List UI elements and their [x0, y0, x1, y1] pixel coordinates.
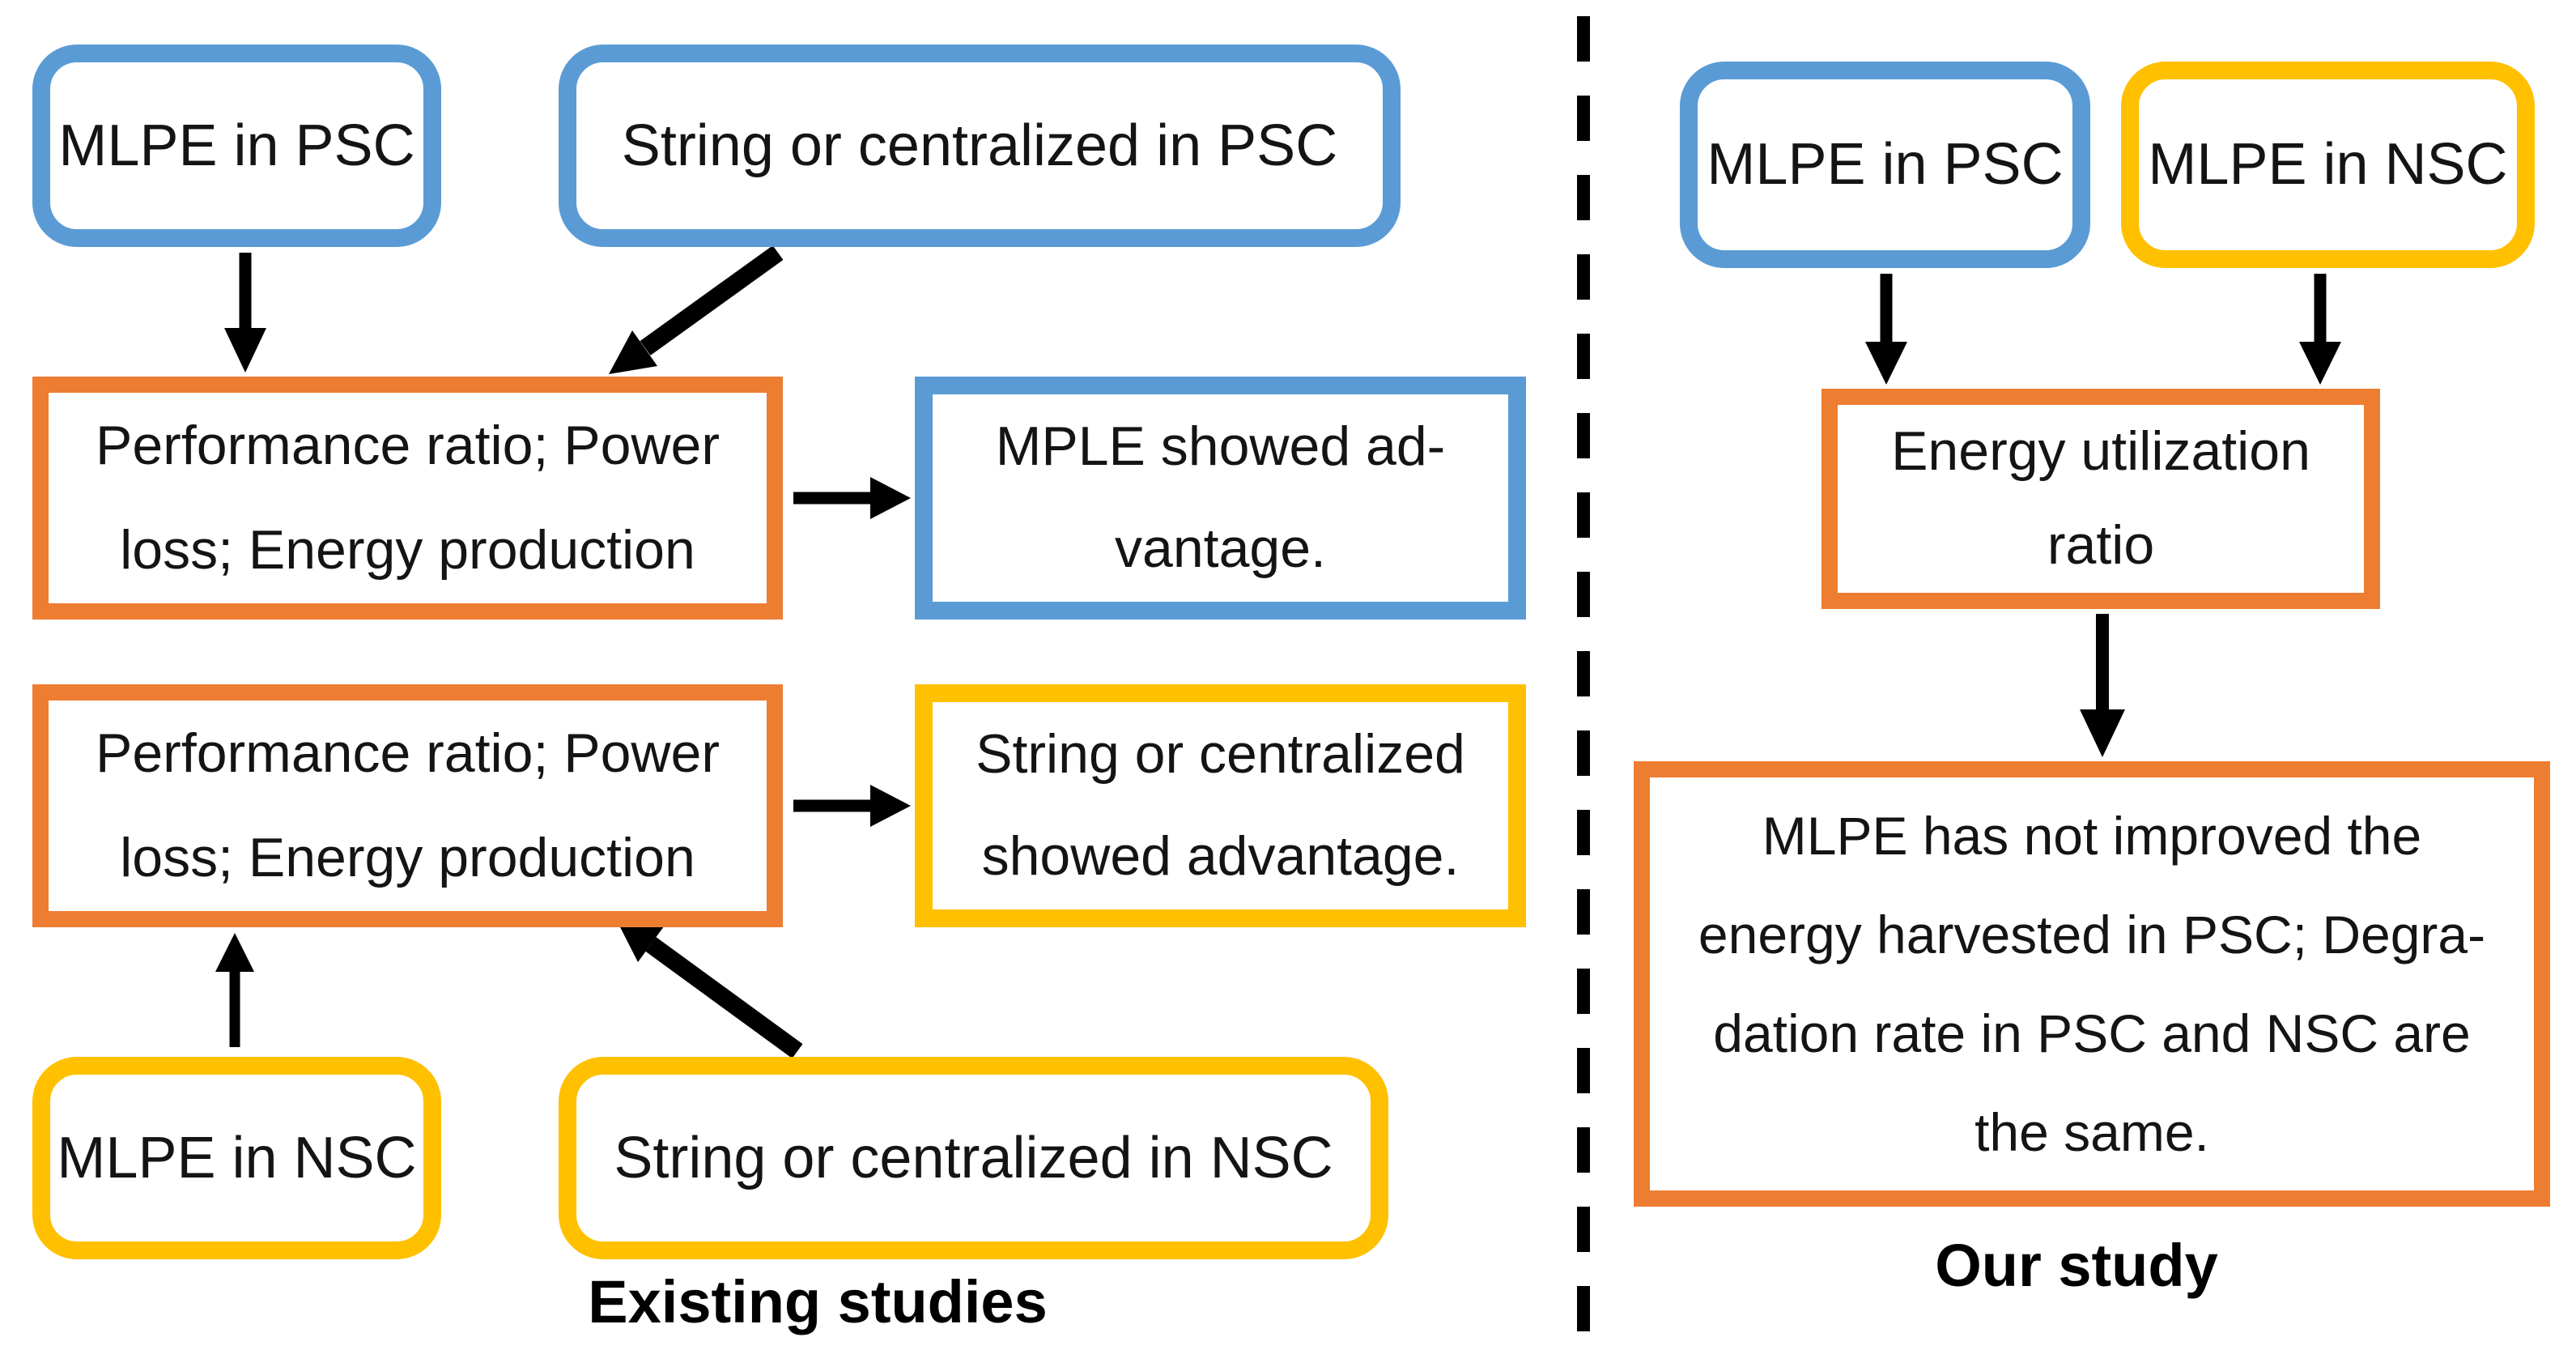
arrow-string-psc-to-metrics: [609, 245, 784, 374]
arrow-metrics-to-mple-advantage: [793, 477, 911, 519]
box-string-or-centralized-in-psc: String or centralized in PSC: [559, 45, 1401, 247]
box-string-showed-advantage: String or centralized showed advantage.: [915, 684, 1526, 927]
arrow-mlpe-psc-to-energy-ratio: [1865, 274, 1907, 385]
box-mple-showed-advantage: MPLE showed ad- vantage.: [915, 377, 1526, 620]
box-metrics-nsc: Performance ratio; Power loss; Energy pr…: [32, 684, 783, 927]
box-mlpe-in-nsc-left: MLPE in NSC: [32, 1057, 441, 1259]
arrow-energy-ratio-to-conclusion: [2080, 614, 2125, 757]
arrow-mlpe-nsc-to-metrics: [215, 933, 254, 1047]
arrow-string-nsc-to-metrics: [615, 918, 803, 1058]
arrow-mlpe-nsc-to-energy-ratio: [2299, 274, 2341, 385]
box-energy-utilization-ratio: Energy utilization ratio: [1821, 389, 2380, 609]
box-mlpe-in-psc-left: MLPE in PSC: [32, 45, 441, 247]
caption-our-study: Our study: [1935, 1232, 2218, 1299]
box-metrics-psc: Performance ratio; Power loss; Energy pr…: [32, 377, 783, 620]
box-mlpe-in-psc-right: MLPE in PSC: [1680, 62, 2090, 268]
arrow-metrics-to-string-advantage: [793, 785, 911, 827]
arrow-mlpe-psc-to-metrics: [224, 253, 266, 373]
caption-existing-studies: Existing studies: [588, 1268, 1048, 1335]
box-conclusion: MLPE has not improved the energy harvest…: [1634, 761, 2550, 1207]
box-string-or-centralized-in-nsc: String or centralized in NSC: [559, 1057, 1388, 1259]
box-mlpe-in-nsc-right: MLPE in NSC: [2121, 62, 2535, 268]
